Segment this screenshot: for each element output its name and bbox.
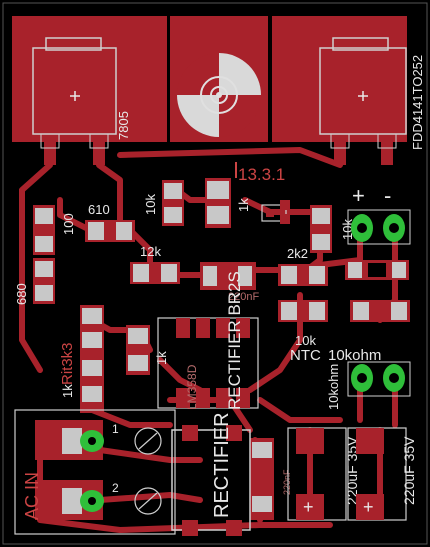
r1k-top-label: 1k <box>236 198 251 212</box>
resistor-100: 100 <box>33 205 76 255</box>
r100-label: 100 <box>61 213 76 235</box>
minus-label: - <box>384 183 391 208</box>
r1k-mid-label: 1k <box>154 351 169 365</box>
r680-label: 680 <box>14 283 29 305</box>
rect-cap-label: 220nF <box>228 291 259 303</box>
led <box>345 260 409 280</box>
transistor <box>261 200 290 224</box>
ac-in-label: AC IN <box>22 472 42 520</box>
resistor-2k2: 2k2 <box>278 246 328 286</box>
ntc-val-label: 10kohm <box>328 347 381 364</box>
resistor-10k-mid: 10k <box>278 300 328 348</box>
capacitor-220uf-2: + 220uF 35V <box>347 427 417 521</box>
resistor-10k-top: 10k <box>143 180 184 226</box>
capacitor-ntc <box>350 300 410 322</box>
capacitor-220nf: 220nF <box>250 438 292 520</box>
capacitor-220uf-1: + 220uF 35V <box>287 427 360 521</box>
pin2-label: 2 <box>112 481 119 495</box>
resistor-rit: Rit3k3 1k <box>59 305 104 413</box>
c2-plus: + <box>363 497 374 517</box>
regulator-7805: 7805 <box>32 37 131 165</box>
resistor-1k-top: 1k <box>205 178 251 228</box>
ic-lm358: LM358D RECTIFIER BR2S <box>157 271 259 410</box>
ac-in-terminal: 1 2 AC IN <box>14 409 176 535</box>
plus-label: + <box>352 183 365 208</box>
version-label: 13.3.1 <box>238 165 285 184</box>
rit3k3-label: Rit3k3 <box>59 342 76 385</box>
mounting-hole <box>177 53 261 137</box>
r10k-top-label: 10k <box>143 194 158 215</box>
resistor-680: 680 <box>14 258 55 305</box>
resistor-12k: 12k <box>130 244 180 284</box>
resistor-10k-right: 10k <box>310 205 355 253</box>
resistor-1k-mid: 1k <box>126 325 169 375</box>
r10k-mid-label: 10k <box>295 333 316 348</box>
ntc-label: NTC <box>290 347 321 364</box>
power-header: + - <box>347 183 411 245</box>
lm358-label: LM358D <box>185 364 199 410</box>
rit1k-label: 1k <box>60 384 75 398</box>
r610-label: 610 <box>88 202 110 217</box>
r12k-label: 12k <box>140 244 161 259</box>
c1-plus: + <box>303 497 314 517</box>
c35-2-label: 220uF 35V <box>401 436 417 505</box>
resistor-610: 610 <box>85 202 135 242</box>
pin1-label: 1 <box>112 422 119 436</box>
bridge-label: RECTIFIER BR2S <box>225 271 244 410</box>
rectifier-label: RECTIFIER <box>211 412 233 518</box>
bridge-small: 220nF <box>200 262 259 303</box>
c220n-label: 220nF <box>282 469 292 495</box>
rectifier-bridge: RECTIFIER <box>171 412 251 536</box>
regulator-fdd4141: FDD4141TO252 <box>319 37 425 165</box>
ntc-val2-label: 10kohm <box>326 364 341 410</box>
reg1-label: 7805 <box>116 111 131 140</box>
r2k2-label: 2k2 <box>287 246 308 261</box>
reg2-label: FDD4141TO252 <box>410 55 425 150</box>
ntc-header <box>347 361 411 397</box>
